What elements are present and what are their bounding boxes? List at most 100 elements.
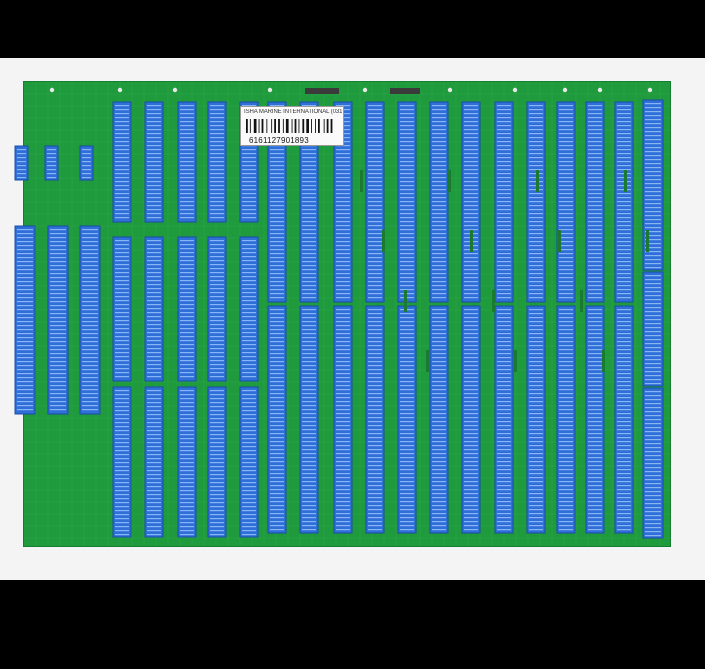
connector-pin bbox=[559, 185, 573, 187]
barcode-bar bbox=[298, 119, 300, 133]
connector-pin bbox=[302, 197, 316, 199]
connector-pin bbox=[559, 233, 573, 235]
connector-pin bbox=[242, 458, 256, 460]
connector-pin bbox=[400, 341, 414, 343]
connector-pin bbox=[368, 501, 382, 503]
connector-pin bbox=[180, 502, 194, 504]
connector-pin bbox=[302, 489, 316, 491]
connector-pin bbox=[82, 249, 98, 251]
edge-connector bbox=[79, 145, 94, 181]
connector-pin bbox=[336, 409, 350, 411]
connector-pin bbox=[588, 361, 602, 363]
connector-pin bbox=[242, 446, 256, 448]
connector-pin bbox=[147, 534, 161, 536]
connector-pin bbox=[368, 401, 382, 403]
connector-pin bbox=[617, 309, 631, 311]
connector-pin bbox=[400, 421, 414, 423]
connector-pin bbox=[497, 493, 511, 495]
connector-pin bbox=[588, 317, 602, 319]
connector-pin bbox=[529, 157, 543, 159]
connector-pin bbox=[645, 319, 661, 321]
connector-pin bbox=[50, 337, 66, 339]
connector-pin bbox=[302, 401, 316, 403]
connector-pin bbox=[529, 453, 543, 455]
connector-pin bbox=[115, 466, 129, 468]
connector-pin bbox=[50, 233, 66, 235]
connector-pin bbox=[115, 153, 129, 155]
connector-pin bbox=[645, 151, 661, 153]
connector-pin bbox=[368, 121, 382, 123]
connector-pin bbox=[645, 227, 661, 229]
connector-pin bbox=[588, 485, 602, 487]
connector-pin bbox=[115, 494, 129, 496]
connector-pin bbox=[180, 498, 194, 500]
connector-pin bbox=[147, 356, 161, 358]
connector-pin bbox=[270, 225, 284, 227]
connector-pin bbox=[368, 317, 382, 319]
connector-pin bbox=[588, 429, 602, 431]
connector-pin bbox=[645, 223, 661, 225]
connector-pin bbox=[400, 261, 414, 263]
connector-pin bbox=[432, 513, 446, 515]
connector-pin bbox=[497, 357, 511, 359]
connector-pin bbox=[400, 209, 414, 211]
connector-pin bbox=[115, 304, 129, 306]
connector-pin bbox=[432, 373, 446, 375]
connector-pin bbox=[497, 317, 511, 319]
connector-pin bbox=[559, 281, 573, 283]
connector-pin bbox=[180, 442, 194, 444]
connector-pin bbox=[336, 329, 350, 331]
connector-pin bbox=[180, 240, 194, 242]
connector-pin bbox=[432, 317, 446, 319]
connector-pin bbox=[50, 297, 66, 299]
connector-pin bbox=[302, 473, 316, 475]
connector-pin bbox=[270, 469, 284, 471]
connector-pin bbox=[336, 461, 350, 463]
connector-pin bbox=[368, 445, 382, 447]
connector-pin bbox=[529, 469, 543, 471]
connector-pin bbox=[617, 369, 631, 371]
connector-pin bbox=[242, 240, 256, 242]
connector-pin bbox=[270, 329, 284, 331]
connector-pin bbox=[559, 201, 573, 203]
connector-pin bbox=[497, 477, 511, 479]
connector-pin bbox=[302, 373, 316, 375]
connector-pin bbox=[645, 451, 661, 453]
connector-pin bbox=[147, 109, 161, 111]
connector-pin bbox=[368, 321, 382, 323]
connector-pin bbox=[645, 391, 661, 393]
connector-pin bbox=[270, 517, 284, 519]
connector-pin bbox=[497, 453, 511, 455]
connector-pin bbox=[497, 369, 511, 371]
connector-pin bbox=[210, 268, 224, 270]
connector-pin bbox=[588, 325, 602, 327]
connector-pin bbox=[400, 413, 414, 415]
connector-pin bbox=[147, 506, 161, 508]
connector-pin bbox=[368, 393, 382, 395]
connector-pin bbox=[400, 393, 414, 395]
connector-pin bbox=[432, 529, 446, 531]
connector-pin bbox=[559, 317, 573, 319]
bottom-letterbox bbox=[0, 580, 705, 669]
connector-pin bbox=[464, 189, 478, 191]
connector-pin bbox=[588, 201, 602, 203]
connector-pin bbox=[368, 173, 382, 175]
connector-pin bbox=[529, 105, 543, 107]
connector-pin bbox=[242, 165, 256, 167]
connector-pin bbox=[645, 371, 661, 373]
connector-pin bbox=[400, 173, 414, 175]
connector-pin bbox=[368, 529, 382, 531]
connector-pin bbox=[17, 149, 26, 151]
connector-pin bbox=[210, 129, 224, 131]
connector-pin bbox=[17, 281, 33, 283]
connector-pin bbox=[464, 389, 478, 391]
edge-connector bbox=[267, 305, 287, 534]
connector-pin bbox=[147, 348, 161, 350]
connector-pin bbox=[559, 125, 573, 127]
connector-pin bbox=[242, 466, 256, 468]
connector-pin bbox=[464, 273, 478, 275]
connector-pin bbox=[464, 253, 478, 255]
connector-pin bbox=[497, 221, 511, 223]
connector-pin bbox=[497, 509, 511, 511]
connector-pin bbox=[270, 373, 284, 375]
